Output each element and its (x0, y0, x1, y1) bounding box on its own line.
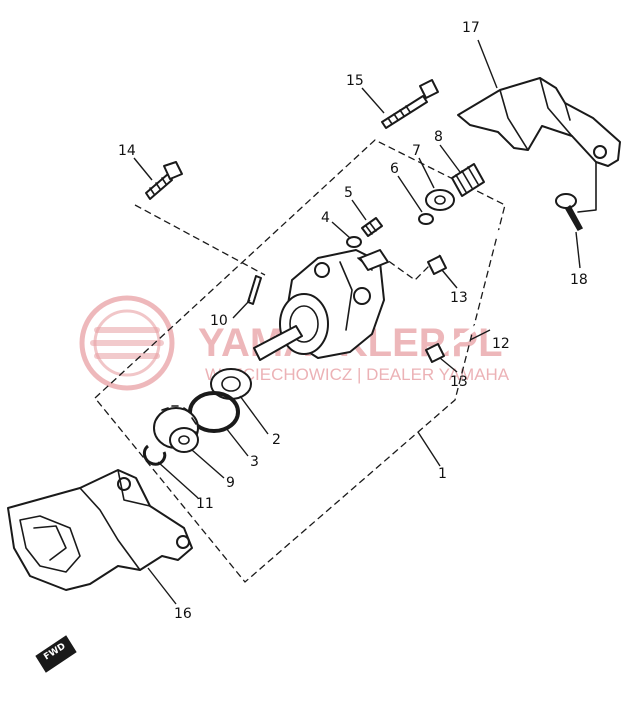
label-part-9: 9 (226, 475, 235, 491)
gear-part-9 (153, 405, 199, 453)
label-part-14: 14 (118, 143, 136, 159)
bolt-part-15 (381, 79, 439, 129)
washer-part-4 (346, 236, 362, 248)
fitting-part-8 (451, 163, 485, 197)
label-part-1: 1 (438, 466, 447, 482)
label-part-6: 6 (390, 161, 399, 177)
leader-lines (133, 39, 581, 605)
circlip-part-11 (142, 444, 167, 466)
label-part-13-upper: 13 (450, 290, 468, 306)
label-part-4: 4 (321, 210, 330, 226)
clip-part-13-upper (427, 255, 447, 275)
hose-part-12 (436, 229, 549, 355)
label-part-8: 8 (434, 129, 443, 145)
label-part-7: 7 (412, 143, 421, 159)
label-part-13-lower: 13 (450, 374, 468, 390)
cover-part-16 (7, 469, 193, 591)
bracket-part-17 (457, 77, 621, 213)
label-part-5: 5 (344, 185, 353, 201)
watermark-logo (79, 295, 175, 391)
clip-part-13-lower (425, 343, 445, 363)
label-part-10: 10 (210, 313, 228, 329)
oil-pump-part-1 (253, 249, 389, 361)
watermark-sub-text: WOJCIECHOWICZ | DEALER YAMAHA (205, 365, 510, 384)
washer-part-7 (425, 189, 455, 211)
label-part-11: 11 (196, 496, 214, 512)
screw-part-5 (361, 217, 383, 237)
part-number-labels: 17 15 14 8 7 6 5 4 10 12 13 13 2 3 9 11 … (118, 20, 588, 622)
label-part-16: 16 (174, 606, 192, 622)
bolt-part-18 (555, 193, 584, 231)
washer-part-6 (418, 213, 434, 225)
label-part-17: 17 (462, 20, 480, 36)
label-part-12: 12 (492, 336, 510, 352)
dealer-watermark: YAMASKLEP.PL WOJCIECHOWICZ | DEALER YAMA… (79, 295, 510, 391)
label-part-18: 18 (570, 272, 588, 288)
label-part-3: 3 (250, 454, 259, 470)
forward-direction-marker: FWD (35, 635, 77, 673)
label-part-15: 15 (346, 73, 364, 89)
label-part-2: 2 (272, 432, 281, 448)
bolt-part-14 (145, 161, 183, 200)
pin-part-10 (247, 275, 262, 305)
